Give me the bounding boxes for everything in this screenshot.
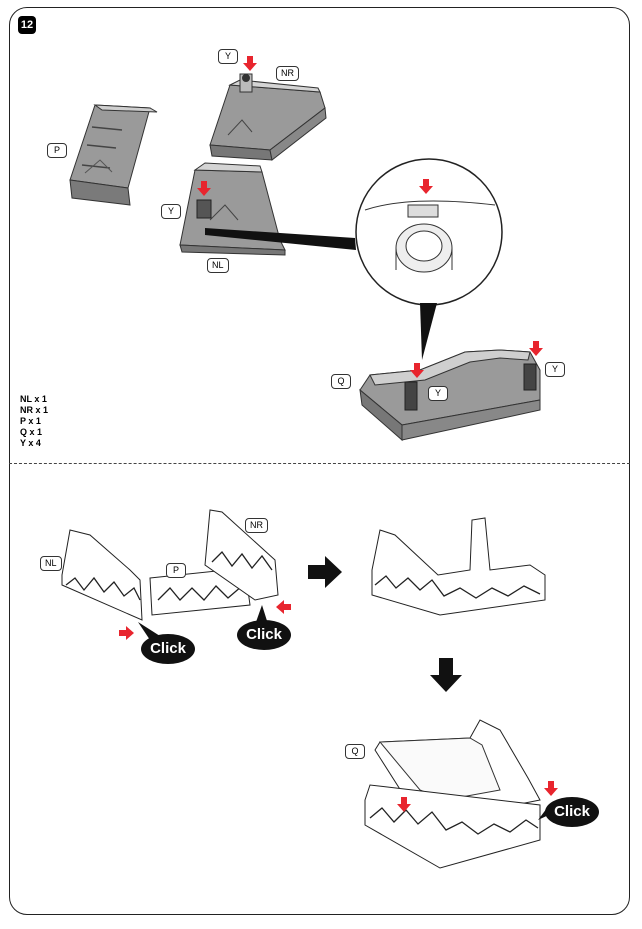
label-nr-bottom: NR	[245, 518, 268, 533]
nr-frame-side	[204, 509, 279, 601]
label-q-top: Q	[331, 374, 351, 389]
click-bubble-right: Click	[545, 797, 599, 827]
click-bubble-middle: Click	[237, 620, 291, 650]
down-step-arrow	[430, 658, 462, 692]
parts-list-item: Q x 1	[20, 427, 43, 437]
part-nr-frame	[209, 73, 327, 161]
step-number-badge: 12	[18, 16, 36, 34]
page-frame	[9, 7, 630, 915]
label-nl-top: NL	[207, 258, 229, 273]
assembled-frame	[371, 517, 546, 616]
parts-list: NL x 1 NR x 1 P x 1 Q x 1 Y x 4	[20, 394, 48, 449]
label-y-right: Y	[545, 362, 565, 377]
zoom-detail	[355, 158, 503, 306]
label-p-top: P	[47, 143, 67, 158]
label-y-middle: Y	[161, 204, 181, 219]
label-p-bottom: P	[166, 563, 186, 578]
parts-list-item: NR x 1	[20, 405, 49, 415]
section-divider	[9, 463, 630, 464]
parts-list-item: P x 1	[20, 416, 41, 426]
label-nl-bottom: NL	[40, 556, 62, 571]
label-y-bottom: Y	[428, 386, 448, 401]
part-p-tray	[69, 104, 158, 206]
parts-list-item: Y x 4	[20, 438, 41, 448]
label-q-bottom: Q	[345, 744, 365, 759]
final-assembly	[364, 719, 541, 869]
nl-frame-side	[61, 529, 143, 621]
label-nr-top: NR	[276, 66, 299, 81]
label-y-top: Y	[218, 49, 238, 64]
click-bubble-left: Click	[141, 634, 195, 664]
parts-list-item: NL x 1	[20, 394, 47, 404]
part-q-base	[359, 349, 541, 442]
next-step-arrow	[308, 556, 342, 588]
